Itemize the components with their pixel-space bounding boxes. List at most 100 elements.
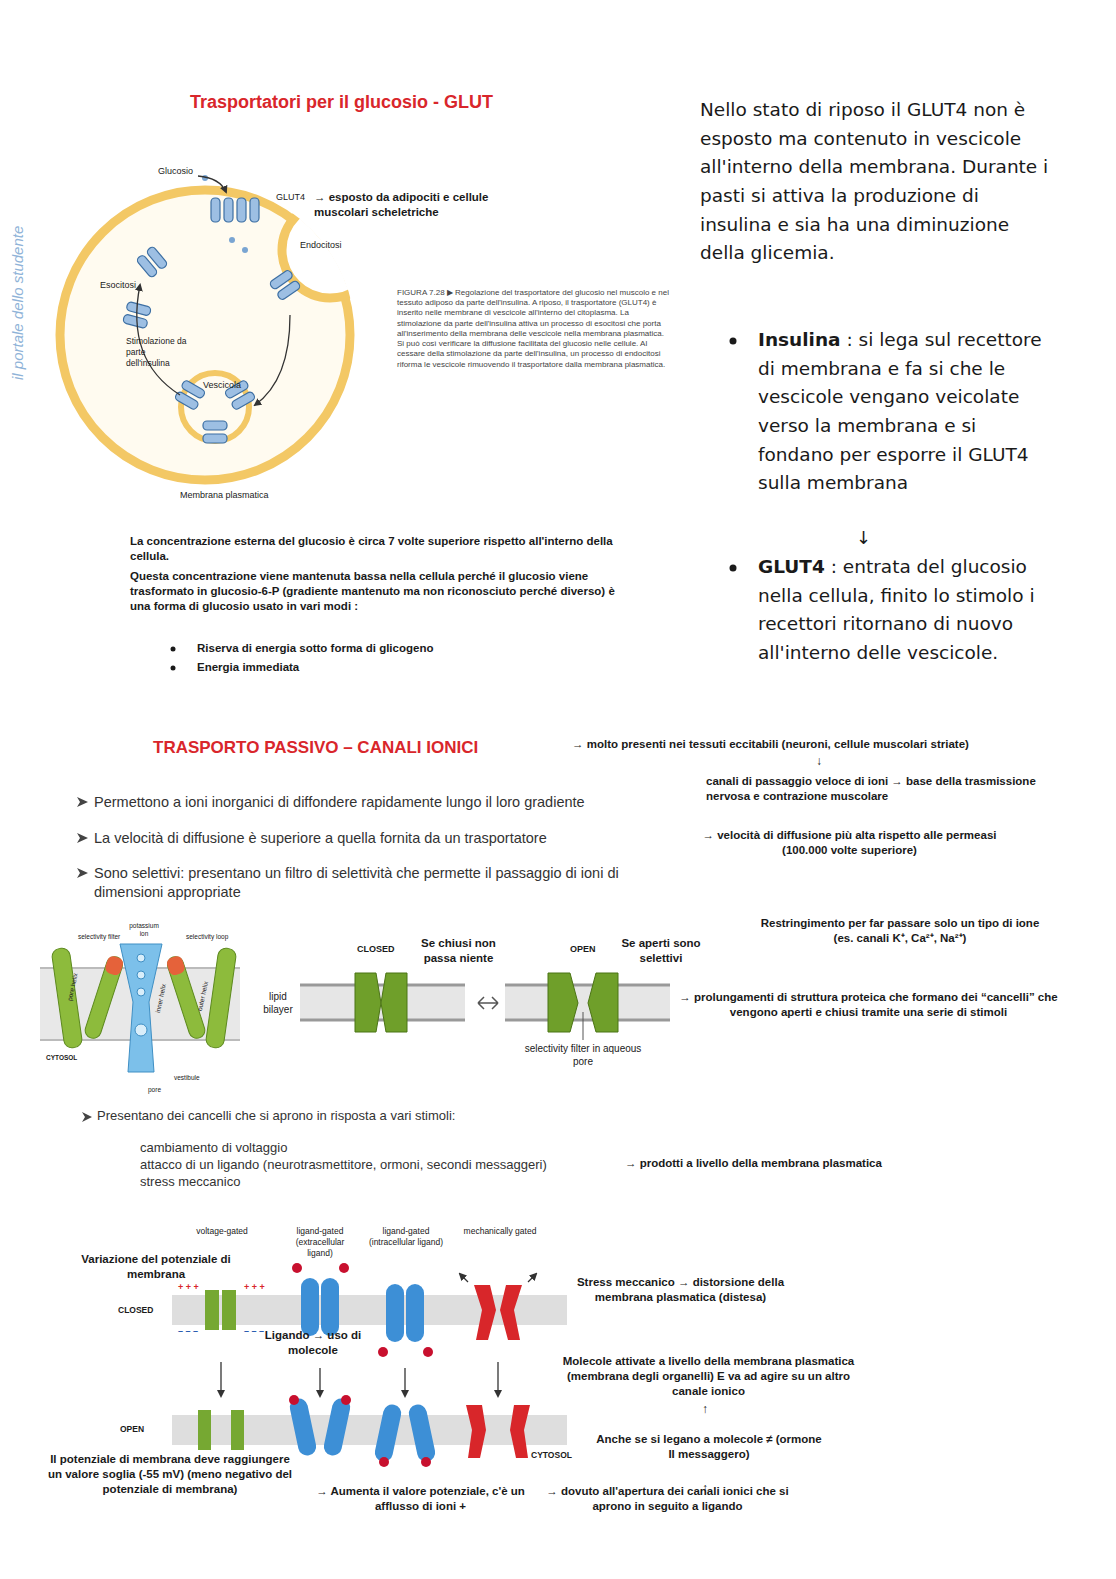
text-label: CYTOSOL xyxy=(531,1450,572,1461)
drawing-part xyxy=(77,833,88,843)
note-text: Membrana plasmatica xyxy=(180,490,269,500)
note-text: Endocitosi xyxy=(300,240,342,250)
drawing-part xyxy=(474,1285,496,1340)
text-label: cambiamento di voltaggio xyxy=(140,1140,287,1157)
note-text: lipid bilayer xyxy=(263,991,292,1015)
text-label: Riserva di energia sotto forma di glicog… xyxy=(197,641,433,656)
note-text: + + + xyxy=(178,1282,199,1292)
note-text: CLOSED xyxy=(118,1305,153,1315)
drawing-part xyxy=(165,955,186,977)
note-text: ↓ xyxy=(816,754,822,768)
drawing-part xyxy=(269,269,301,301)
drawing-part xyxy=(288,1397,318,1457)
note-text: Se chiusi non passa niente xyxy=(421,937,496,964)
drawing-part xyxy=(77,797,88,807)
note-text: Anche se si legano a molecole ≠ (ormone … xyxy=(596,1433,822,1460)
note-text: Sono selettivi: presentano un filtro di … xyxy=(94,865,619,900)
note-text: Nello stato di riposo il GLUT4 non è esp… xyxy=(700,99,1048,263)
drawing-part xyxy=(339,1263,349,1273)
drawing-part xyxy=(460,1274,468,1282)
bullet xyxy=(730,565,737,572)
drawing-part xyxy=(205,947,237,1049)
text-label: – – – xyxy=(244,1326,264,1338)
drawing-part xyxy=(229,237,235,243)
note-text: Energia immediata xyxy=(197,661,299,673)
drawing-part xyxy=(381,973,407,1032)
text-label: → velocità di diffusione più alta rispet… xyxy=(682,828,1017,858)
note-text: ↓ xyxy=(856,527,871,548)
text-label: GLUT4 : entrata del glucosio nella cellu… xyxy=(758,553,1048,668)
note-text: Insulina xyxy=(758,329,841,350)
note-text: OPEN xyxy=(120,1424,144,1434)
note-text: Permettono a ioni inorganici di diffonde… xyxy=(94,794,585,810)
note-text: Questa concentrazione viene mantenuta ba… xyxy=(130,570,615,612)
text-label: TRASPORTO PASSIVO – CANALI IONICI xyxy=(153,737,478,759)
text-label: stress meccanico xyxy=(140,1174,240,1191)
glut-cell xyxy=(60,175,378,480)
text-label: pore helix xyxy=(66,972,80,1001)
drawing-part xyxy=(319,1368,320,1396)
text-label: Insulina : si lega sul recettore di memb… xyxy=(758,326,1048,498)
drawing-part xyxy=(505,1019,670,1022)
note-text: inner helix xyxy=(154,983,167,1013)
note-text: Glucosio xyxy=(158,166,193,176)
text-label: ↓ xyxy=(856,524,871,552)
text-label: Nello stato di riposo il GLUT4 non è esp… xyxy=(700,96,1050,268)
note-text: → prodotti a livello della membrana plas… xyxy=(625,1157,882,1169)
drawing-part xyxy=(136,246,168,279)
drawing-part xyxy=(198,176,226,192)
drawing-part xyxy=(77,868,88,878)
drawing-part xyxy=(242,247,248,253)
drawing-part xyxy=(292,1263,302,1273)
drawing-part xyxy=(237,198,259,222)
bullet xyxy=(730,338,737,345)
drawing-part xyxy=(588,973,618,1032)
note-text: – – – xyxy=(178,1326,198,1336)
text-label: lipid bilayer xyxy=(256,990,300,1016)
text-label: pore xyxy=(148,1086,161,1094)
drawing-part xyxy=(378,1347,388,1357)
caption-text: FIGURA 7.28 ▶ Regolazione del trasportat… xyxy=(397,288,669,369)
text-label: attacco di un ligando (neurotrasmettitor… xyxy=(140,1157,547,1174)
text-label: ligand-gated (intracellular ligand) xyxy=(368,1226,444,1248)
text-label: Presentano dei cancelli che si aprono in… xyxy=(97,1108,455,1125)
text-label: selectivity filter in aqueous pore xyxy=(522,1042,644,1068)
drawing-part xyxy=(510,1405,530,1458)
drawing-part xyxy=(198,1410,211,1450)
text-label: → prolungamenti di struttura proteica ch… xyxy=(676,990,1061,1020)
note-text: ligand-gated (intracellular ligand) xyxy=(369,1226,443,1247)
note-text: Riserva di energia sotto forma di glicog… xyxy=(197,642,433,654)
text-label: – – – xyxy=(178,1326,198,1338)
drawing-part xyxy=(211,198,233,222)
drawing-part xyxy=(341,1395,351,1405)
text-label: → prodotti a livello della membrana plas… xyxy=(625,1156,882,1171)
note-text: – – – xyxy=(244,1326,264,1336)
note-text: Stimolazione da parte dell'insulina xyxy=(126,336,186,368)
text-label: CLOSED xyxy=(357,944,395,956)
note-text: Esocitosi xyxy=(100,280,136,290)
note-text: Il potenziale di membrana deve raggiunge… xyxy=(48,1453,292,1495)
note-text: selectivity loop xyxy=(186,933,228,940)
note-text: CYTOSOL xyxy=(531,1450,572,1460)
note-text: La velocità di diffusione è superiore a … xyxy=(94,830,547,846)
drawing-part xyxy=(137,988,145,996)
note-text: ↑ xyxy=(702,1402,708,1416)
text-label: Restringimento per far passare solo un t… xyxy=(750,916,1050,946)
drawing-part xyxy=(386,1284,404,1342)
drawing-part xyxy=(505,984,670,987)
figure-caption: FIGURA 7.28 ▶ Regolazione del trasportat… xyxy=(397,288,669,370)
drawing-part xyxy=(497,1362,498,1396)
note-text: ligand-gated (extracellular ligand) xyxy=(296,1226,345,1258)
text-label: → Aumenta il valore potenziale, c'è un a… xyxy=(308,1484,533,1514)
text-label: Sono selettivi: presentano un filtro di … xyxy=(94,864,684,902)
drawing-part xyxy=(137,954,145,962)
text-label: selectivity filter xyxy=(78,933,120,941)
drawing-part xyxy=(322,1397,352,1457)
note-text: : si lega sul recettore di membrana e fa… xyxy=(758,329,1042,493)
drawing-part xyxy=(231,1410,244,1450)
drawing-part xyxy=(500,1285,522,1340)
text-label: + + + xyxy=(178,1282,199,1294)
drawing-part xyxy=(404,1368,405,1396)
note-text: mechanically gated xyxy=(464,1226,537,1236)
